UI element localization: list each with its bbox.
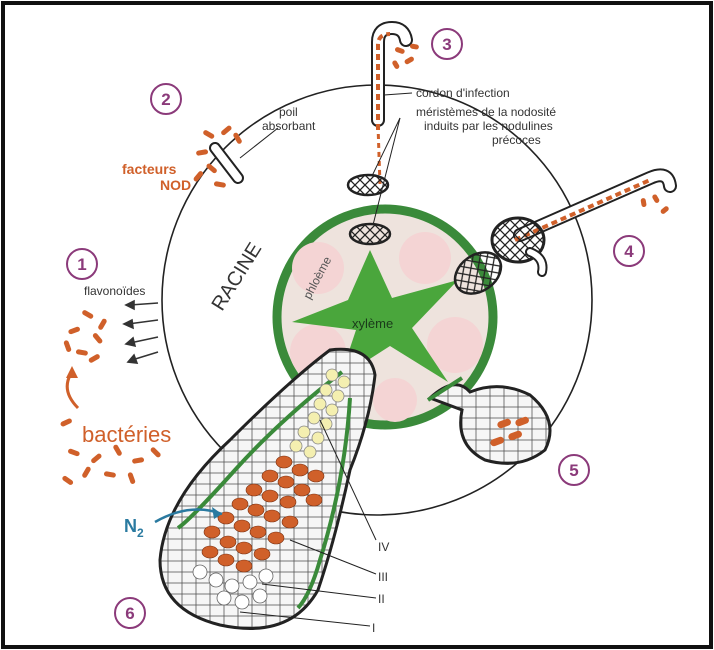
zone-iii-label: III <box>378 570 388 584</box>
step-badge-4: 4 <box>614 236 644 266</box>
bacteria-cluster-3 <box>391 43 419 69</box>
step-badge-3: 3 <box>432 29 462 59</box>
zone-i-label: I <box>372 621 375 635</box>
svg-text:2: 2 <box>161 90 170 109</box>
nod-label: NOD <box>160 177 191 193</box>
meristem-label-1: méristèmes de la nodosité <box>416 105 556 119</box>
meristem-label-2: induits par les nodulines <box>424 119 553 133</box>
phloem-patch <box>373 378 417 422</box>
phloem-patch <box>399 232 451 284</box>
svg-text:5: 5 <box>569 461 578 480</box>
meristem-label-3: précoces <box>492 133 541 147</box>
zone-iv-label: IV <box>378 540 389 554</box>
zone-ii-label: II <box>378 592 385 606</box>
meristem-cell <box>350 224 390 244</box>
step-badge-5: 5 <box>559 455 589 485</box>
flavonoid-arrows <box>124 301 158 363</box>
svg-text:4: 4 <box>624 242 634 261</box>
xylem-label: xylème <box>352 316 393 331</box>
svg-text:1: 1 <box>77 255 86 274</box>
infection-cord-label: cordon d'infection <box>416 86 510 100</box>
n2-label: N2 <box>124 516 144 540</box>
bacteria-cluster-4 <box>640 194 669 215</box>
step-badge-1: 1 <box>67 249 97 279</box>
bacteria-cluster-1 <box>63 309 107 363</box>
step-badge-6: 6 <box>115 598 145 628</box>
svg-text:6: 6 <box>125 604 134 623</box>
meristem-cell <box>348 175 388 195</box>
step-badge-2: 2 <box>151 84 181 114</box>
flavonoids-label: flavonoïdes <box>84 284 145 298</box>
root-hair-label-1: poil <box>279 105 298 119</box>
nod-factors-label: facteurs <box>122 161 177 177</box>
svg-text:3: 3 <box>442 35 451 54</box>
root-hair-label-2: absorbant <box>262 119 316 133</box>
chemotaxis-arrowhead <box>66 366 78 378</box>
bacteria-label: bactéries <box>82 422 171 447</box>
